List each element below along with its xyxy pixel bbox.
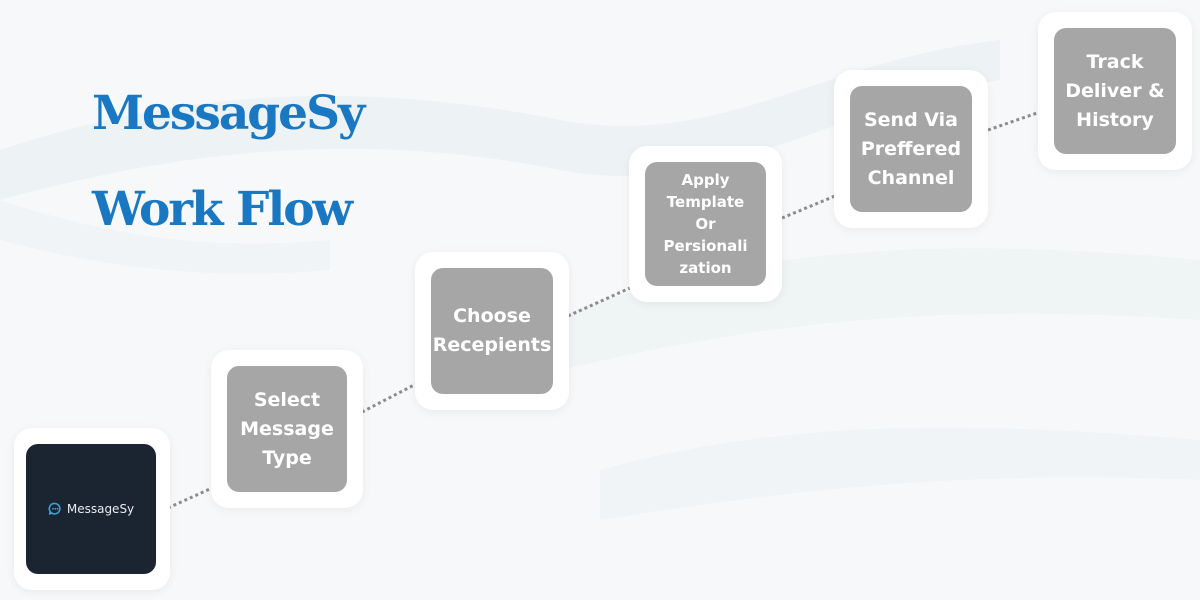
step-send-via-channel: Send Via Preffered Channel [850,86,972,212]
connector-2 [361,382,417,414]
step-card-track-deliver-history: Track Deliver & History [1038,12,1192,170]
step-card-send-via-channel: Send Via Preffered Channel [834,70,988,228]
connector-1 [167,486,213,510]
logo-card: MessageSy [14,428,170,590]
step-track-deliver-history: Track Deliver & History [1054,28,1176,154]
step-card-choose-recepients: Choose Recepients [415,252,569,410]
step-card-apply-template: Apply Template Or Persionali zation [629,146,782,302]
connector-5 [987,110,1041,132]
title-line-1: MessageSy [92,86,365,141]
step-apply-template: Apply Template Or Persionali zation [645,162,766,286]
title-line-2: Work Flow [92,182,353,237]
connector-3 [567,286,631,318]
connector-4 [781,194,836,220]
step-choose-recepients: Choose Recepients [431,268,553,394]
logo-text: MessageSy [66,502,135,516]
chat-bubble-icon [48,502,61,516]
logo-tile: MessageSy [26,444,156,574]
step-select-message-type: Select Message Type [227,366,347,492]
step-card-select-message-type: Select Message Type [211,350,363,508]
page-title: MessageSy Work Flow [92,66,422,258]
